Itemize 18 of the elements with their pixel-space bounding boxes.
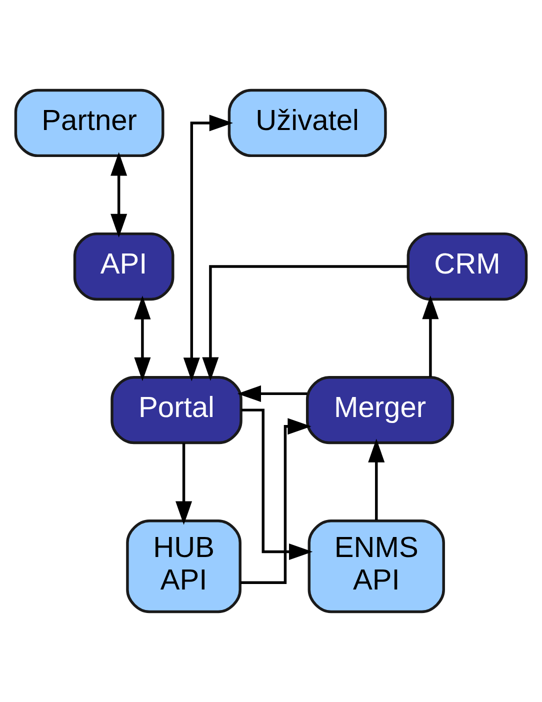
node-box: Uživatel (228, 88, 387, 158)
arrow (202, 265, 408, 381)
node-box: Partner (14, 88, 164, 158)
arrow (237, 385, 308, 402)
arrow (183, 114, 234, 382)
arrow (110, 152, 128, 238)
node-box: Merger (306, 376, 454, 444)
node-box: CRM (406, 232, 528, 301)
node-box: HUB API (126, 520, 242, 614)
node-box: Portal (110, 376, 242, 444)
node-box: ENMS API (308, 520, 445, 614)
arrow (368, 438, 385, 520)
arrow (176, 443, 192, 525)
arrow (241, 408, 313, 560)
arrow (134, 296, 151, 382)
arrow (422, 295, 439, 377)
arrow (240, 418, 312, 584)
node-box: API (73, 232, 174, 301)
